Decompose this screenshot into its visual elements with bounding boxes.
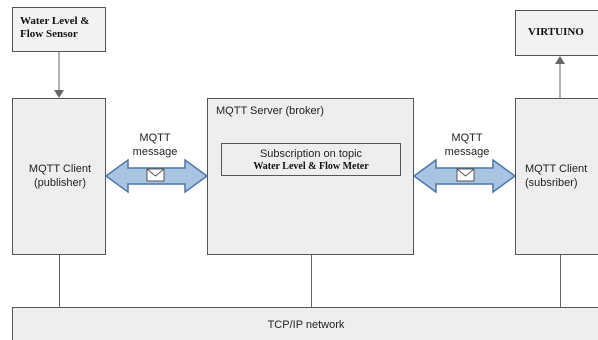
- publisher-title: MQTT Client: [28, 163, 92, 175]
- network-bar: TCP/IP network: [12, 307, 598, 340]
- sensor-to-publisher-arrow: [54, 52, 64, 98]
- left-message-line1: MQTT: [139, 132, 171, 144]
- subscriber-subtitle: (subsriber): [525, 177, 578, 189]
- subscription-box: Subscription on topic Water Level & Flow…: [221, 143, 401, 176]
- subscription-line1: Subscription on topic: [259, 148, 363, 160]
- broker-title: MQTT Server (broker): [216, 105, 324, 117]
- left-message-line2: message: [132, 146, 178, 158]
- sensor-box: Water Level & Flow Sensor: [12, 7, 106, 52]
- subscriber-box: MQTT Client (subsriber): [515, 98, 598, 255]
- subscriber-title: MQTT Client: [525, 163, 588, 175]
- right-message-line2: message: [444, 146, 490, 158]
- virtuino-label: VIRTUINO: [528, 26, 584, 38]
- subscriber-to-virtuino-arrow: [555, 56, 565, 98]
- right-envelope-icon: [456, 168, 475, 182]
- left-envelope-icon: [146, 168, 165, 182]
- virtuino-box: VIRTUINO: [515, 10, 598, 56]
- subscription-line2: Water Level & Flow Meter: [253, 161, 369, 172]
- publisher-box: MQTT Client (publisher): [12, 98, 106, 255]
- publisher-network-line: [59, 255, 60, 307]
- sensor-label: Water Level & Flow Sensor: [20, 15, 90, 40]
- broker-network-line: [311, 255, 312, 307]
- network-label: TCP/IP network: [267, 319, 345, 331]
- subscriber-network-line: [560, 255, 561, 307]
- right-message-line1: MQTT: [451, 132, 483, 144]
- publisher-subtitle: (publisher): [34, 177, 86, 189]
